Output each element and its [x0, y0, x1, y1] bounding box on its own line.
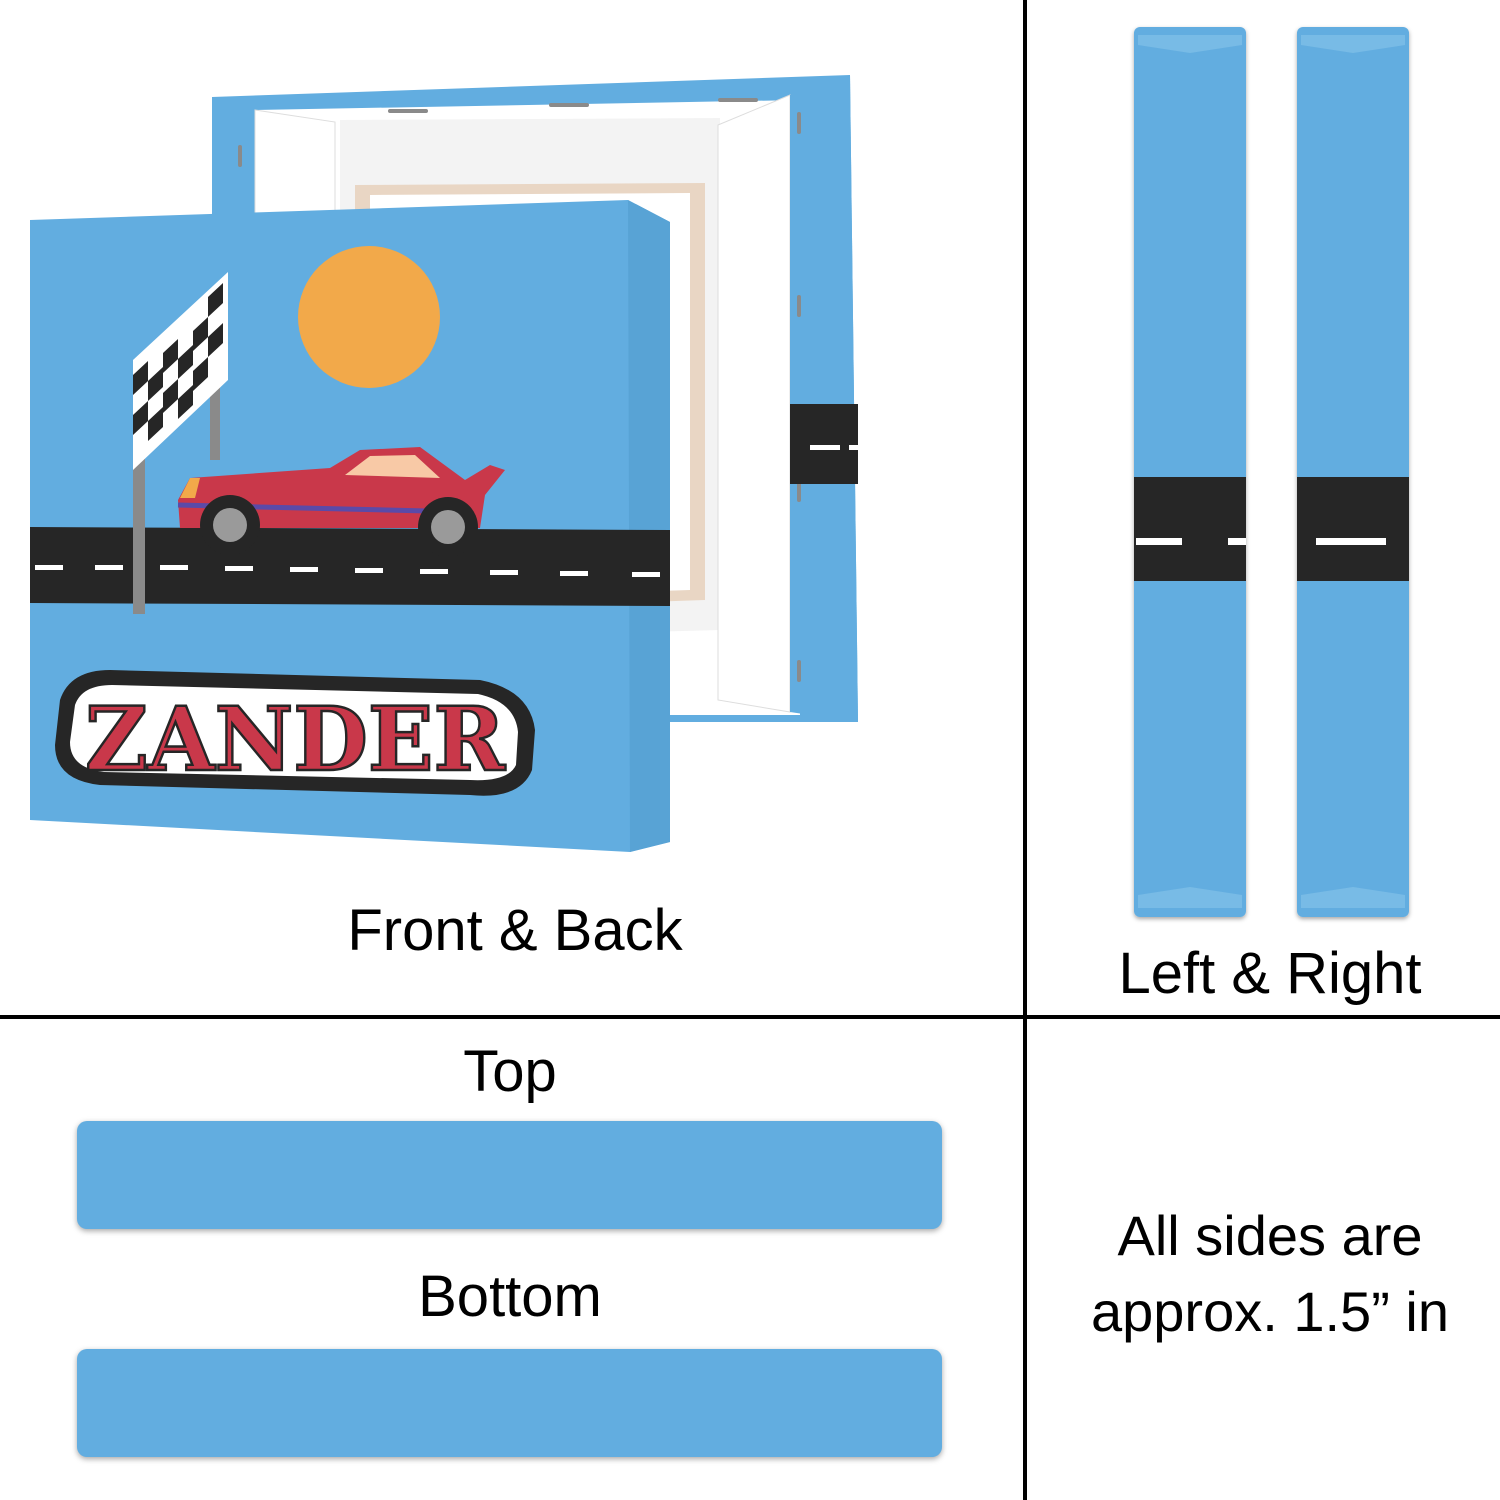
caption-bottom: Bottom [418, 1264, 602, 1329]
caption-top: Top [463, 1039, 557, 1104]
horizontal-divider [0, 1015, 1500, 1019]
left-side-strip [1134, 27, 1246, 917]
dimension-note-line-1: All sides are [1117, 1204, 1423, 1267]
dimension-note: All sides are approx. 1.5” in [1040, 1198, 1500, 1350]
name-plate: ZANDER [55, 670, 535, 796]
caption-left-right: Left & Right [1118, 941, 1422, 1006]
canvas-front-back-illustration: ZANDER [30, 75, 858, 852]
checkered-flag-icon [133, 272, 228, 614]
canvas-front: ZANDER [30, 200, 670, 852]
race-car-icon [177, 447, 505, 557]
right-side-strip [1297, 27, 1409, 917]
caption-front-back: Front & Back [347, 898, 683, 963]
dimension-note-line-2: approx. 1.5” in [1091, 1280, 1449, 1343]
side-strips-illustration [1134, 27, 1409, 917]
bottom-side-strip [77, 1349, 942, 1457]
name-text: ZANDER [85, 687, 506, 791]
vertical-divider [1023, 0, 1027, 1500]
sun-icon [298, 246, 440, 388]
top-side-strip [77, 1121, 942, 1229]
